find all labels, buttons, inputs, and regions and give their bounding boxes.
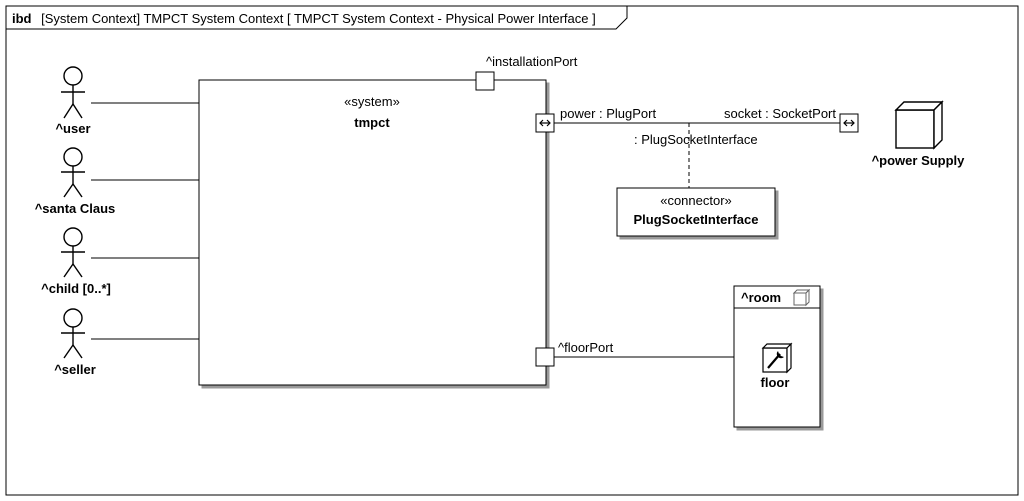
power-supply[interactable]: ^power Supply bbox=[872, 100, 966, 168]
connector-stereotype: «connector» bbox=[660, 193, 732, 208]
bidirectional-arrow-icon bbox=[843, 119, 855, 127]
actor-label: ^santa Claus bbox=[35, 201, 116, 216]
socket-port[interactable]: socket : SocketPort bbox=[724, 106, 859, 133]
diagram-frame: ibd [System Context] TMPCT System Contex… bbox=[5, 5, 1019, 496]
block-cube-icon bbox=[792, 288, 811, 307]
room-block[interactable]: ^room floor bbox=[733, 285, 821, 428]
actor-user[interactable]: ^user bbox=[55, 66, 91, 136]
actor-label: ^seller bbox=[54, 362, 96, 377]
svg-text:ibd [System Context] TMP: ibd [System Context] TMPCT System Contex… bbox=[12, 11, 596, 26]
frame-title: [System Context] TMPCT System Context [ … bbox=[41, 11, 596, 26]
socket-port-label: socket : SocketPort bbox=[724, 106, 836, 121]
system-stereotype: «system» bbox=[344, 94, 400, 109]
stick-figure-icon bbox=[61, 66, 85, 119]
floor-part-label: floor bbox=[761, 375, 790, 390]
actor-label: ^child [0..*] bbox=[41, 281, 111, 296]
stick-figure-icon bbox=[61, 147, 85, 198]
floor-part[interactable]: floor bbox=[761, 342, 793, 390]
power-port[interactable]: power : PlugPort bbox=[535, 106, 656, 133]
floor-port-label: ^floorPort bbox=[558, 340, 614, 355]
installation-port-label: ^installationPort bbox=[486, 54, 578, 69]
power-supply-label: ^power Supply bbox=[872, 153, 966, 168]
frame-kind: ibd bbox=[12, 11, 32, 26]
actor-child[interactable]: ^child [0..*] bbox=[41, 227, 111, 296]
connector-label: : PlugSocketInterface bbox=[634, 132, 758, 147]
node-cube-icon bbox=[894, 100, 944, 150]
connector-name: PlugSocketInterface bbox=[634, 212, 759, 227]
stick-figure-icon bbox=[61, 308, 85, 359]
installation-port[interactable]: ^installationPort bbox=[475, 54, 578, 91]
actor-seller[interactable]: ^seller bbox=[54, 308, 96, 377]
actor-connectors bbox=[91, 102, 199, 340]
floor-port[interactable]: ^floorPort bbox=[535, 340, 614, 367]
room-label: ^room bbox=[741, 290, 781, 305]
actor-santa-claus[interactable]: ^santa Claus bbox=[35, 147, 116, 216]
wrench-block-icon bbox=[761, 342, 793, 374]
connector-block[interactable]: «connector» PlugSocketInterface bbox=[616, 187, 776, 237]
actor-label: ^user bbox=[55, 121, 90, 136]
bidirectional-arrow-icon bbox=[539, 119, 551, 127]
system-block[interactable]: «system» tmpct bbox=[198, 79, 547, 386]
system-name: tmpct bbox=[354, 115, 390, 130]
stick-figure-icon bbox=[61, 227, 85, 278]
power-port-label: power : PlugPort bbox=[560, 106, 656, 121]
